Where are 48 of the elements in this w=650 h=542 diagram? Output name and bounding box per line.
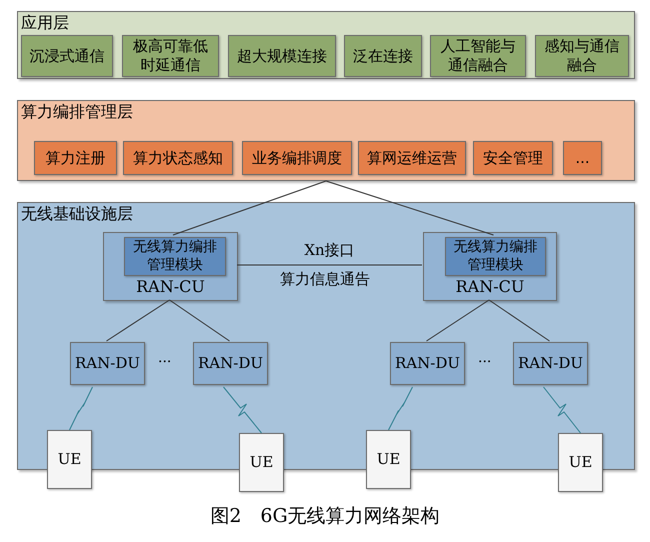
ran-cu-box <box>103 232 238 301</box>
layer-title: 无线基础设施层 <box>21 204 133 224</box>
function-box: 算力注册 <box>34 141 117 175</box>
layer-band <box>17 11 635 79</box>
ue-box: UE <box>239 433 284 492</box>
function-box: 算力状态感知 <box>123 141 233 175</box>
edge-label: Xn接口 <box>303 241 356 260</box>
application-box: 泛在连接 <box>344 35 422 77</box>
ue-box: UE <box>366 430 411 489</box>
connector-line <box>172 180 326 236</box>
ran-du-box: RAN-DU <box>193 342 268 385</box>
application-box: 感知与通信融合 <box>535 35 629 77</box>
application-box: 沉浸式通信 <box>21 35 113 77</box>
connector-line <box>326 180 494 236</box>
ran-du-box: RAN-DU <box>513 342 588 385</box>
cu-label: RAN-CU <box>454 277 526 297</box>
application-box: 人工智能与通信融合 <box>430 35 526 77</box>
wireless-link <box>69 386 93 430</box>
ue-box: UE <box>558 433 603 492</box>
ue-box: UE <box>47 430 92 489</box>
connector-line <box>488 300 550 342</box>
figure-caption: 图2 6G无线算力网络架构 <box>209 504 441 529</box>
application-box: 极高可靠低时延通信 <box>122 35 219 77</box>
ran-cu-box <box>423 232 557 301</box>
module-box: 无线算力编排管理模块 <box>124 237 226 276</box>
connector-line <box>426 300 490 342</box>
wireless-link <box>388 386 413 430</box>
connector-line <box>169 300 230 342</box>
application-box: 超大规模连接 <box>228 35 336 77</box>
layer-band <box>17 202 635 470</box>
wireless-link <box>543 386 581 434</box>
connector-line <box>236 264 422 266</box>
layer-title: 应用层 <box>21 13 69 33</box>
function-box: 安全管理 <box>473 141 553 175</box>
layer-title: 算力编排管理层 <box>21 102 133 122</box>
ellipsis-label: ... <box>478 350 492 366</box>
ran-du-box: RAN-DU <box>390 342 465 385</box>
function-box: ... <box>563 141 602 175</box>
link-label: 算力信息通告 <box>280 270 370 289</box>
layer-band <box>17 100 635 181</box>
function-box: 算网运维运营 <box>358 141 466 175</box>
module-box: 无线算力编排管理模块 <box>445 237 546 276</box>
ran-du-box: RAN-DU <box>70 342 145 385</box>
cu-label: RAN-CU <box>135 277 206 297</box>
connector-line <box>106 300 170 342</box>
ellipsis-label: ... <box>158 350 172 366</box>
function-box: 业务编排调度 <box>242 141 352 175</box>
wireless-link <box>223 386 262 434</box>
